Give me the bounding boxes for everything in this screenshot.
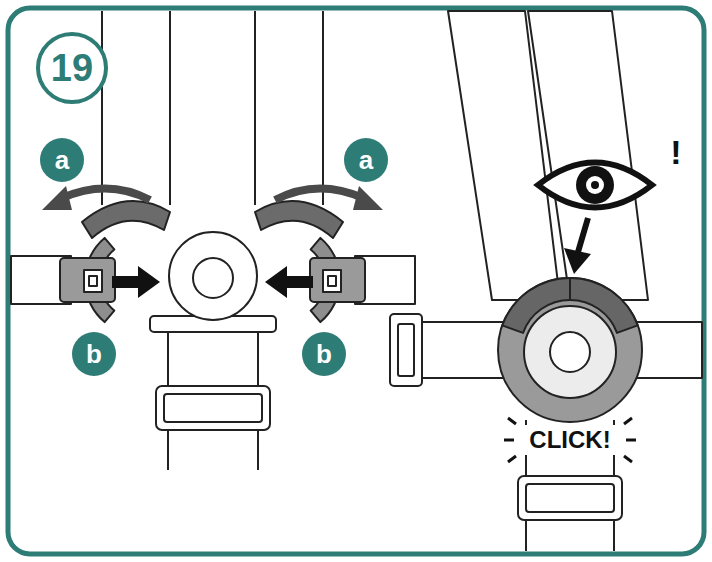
callout-letter: b	[72, 332, 116, 376]
rotate-arrows	[42, 186, 383, 210]
frame	[8, 8, 704, 554]
attention-mark: !	[670, 135, 681, 169]
callout-letter: a	[344, 138, 388, 182]
right-scene	[390, 11, 702, 551]
eye-icon	[538, 163, 652, 275]
click-text: CLICK!	[524, 425, 615, 455]
push-arrows	[112, 266, 313, 298]
callout-letter: b	[302, 332, 346, 376]
callout-letter: a	[40, 138, 84, 182]
step-number: 19	[36, 32, 108, 104]
left-scene	[11, 11, 415, 470]
